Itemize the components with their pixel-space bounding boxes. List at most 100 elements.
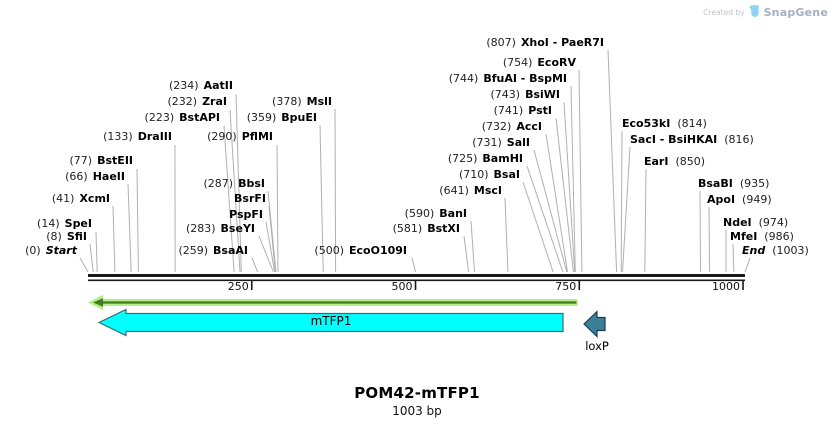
site-label-sfii[interactable]: (8)SfiI: [46, 230, 87, 243]
map-title-block: POM42-mTFP1 1003 bp: [0, 384, 834, 418]
site-name: XhoI - PaeR7I: [520, 36, 604, 49]
loxp-arrow[interactable]: [583, 310, 606, 338]
site-label-pflmi[interactable]: (290)PflMI: [207, 130, 273, 143]
site-position: (732): [481, 120, 512, 133]
plasmid-length: 1003 bp: [392, 404, 442, 418]
site-label-bseyi[interactable]: (283) BseYI: [186, 222, 255, 235]
sequence-ruler-underline: [88, 279, 745, 282]
site-label-xcmi[interactable]: (41)XcmI: [52, 192, 110, 205]
connector-line-haeii: [127, 183, 132, 273]
site-label-psti[interactable]: (741)PstI: [494, 104, 552, 117]
site-position: (0): [25, 244, 41, 257]
site-label-ndei[interactable]: NdeI (974): [723, 216, 788, 229]
site-name: XcmI: [79, 192, 110, 205]
site-position: (641): [439, 184, 469, 197]
connector-line-bpuei: [319, 124, 324, 273]
site-label-eari[interactable]: EarI(850): [644, 155, 705, 168]
site-name: Eco53kI: [622, 117, 671, 130]
site-label-bsteii[interactable]: (77) BstEII: [70, 154, 133, 167]
site-name: SpeI: [64, 217, 92, 230]
site-position: (77): [69, 154, 93, 167]
site-name: Start: [45, 244, 77, 257]
site-name: End: [742, 244, 766, 257]
site-position: (949): [742, 193, 772, 206]
site-position: (807): [486, 36, 516, 49]
plasmid-name: POM42-mTFP1: [354, 384, 480, 402]
connector-line-bsrfi: [268, 205, 276, 273]
site-name: BpuEI: [281, 111, 317, 124]
site-label-start[interactable]: (0) Start: [25, 244, 77, 257]
site-label-haeii[interactable]: (66)HaeII: [65, 170, 125, 183]
site-name: SfiI: [66, 230, 87, 243]
site-name: BstEII: [97, 154, 133, 167]
site-label-bpuei[interactable]: (359)BpuEI: [247, 111, 317, 124]
site-name: AatII: [203, 79, 233, 92]
site-label-bsai[interactable]: (710)BsaI: [459, 168, 520, 181]
site-label-bani[interactable]: (590)BanI: [405, 207, 467, 220]
mtfp1-arrow[interactable]: [97, 308, 564, 337]
site-position: (744): [448, 72, 479, 85]
connector-line-apoi: [708, 206, 711, 273]
site-label-bfuai-bspmi[interactable]: (744) BfuAI - BspMI: [449, 72, 567, 85]
site-label-acci[interactable]: (732)AccI: [482, 120, 542, 133]
site-label-zrai[interactable]: (232)ZraI: [167, 95, 227, 108]
site-label-bstxi[interactable]: (581)BstXI: [393, 222, 460, 235]
connector-line-zrai: [229, 109, 241, 273]
site-name: EarI: [644, 155, 669, 168]
site-label-bamhi[interactable]: (725)BamHI: [448, 152, 523, 165]
site-label-mfei[interactable]: MfeI(986): [730, 230, 794, 243]
site-position: (986): [764, 230, 794, 243]
site-position: (287): [203, 177, 234, 190]
site-label-spei[interactable]: (14)SpeI: [37, 217, 92, 230]
site-label-pspfi[interactable]: PspFI: [229, 208, 263, 221]
connector-line-eari: [644, 168, 647, 273]
connector-line-aatii: [235, 93, 242, 273]
site-label-draiii[interactable]: (133)DraIII: [103, 130, 172, 143]
site-label-ecoo109i[interactable]: (500)EcoO109I: [314, 244, 407, 257]
site-position: (814): [677, 117, 707, 130]
site-position: (283): [185, 222, 216, 235]
site-name: BamHI: [482, 152, 523, 165]
connector-line-eco53ki: [620, 130, 623, 273]
site-name: BfuAI - BspMI: [483, 72, 567, 85]
connector-line-mfei: [732, 243, 735, 273]
connector-line-bani: [470, 220, 475, 273]
connector-line-msli: [334, 108, 337, 273]
site-label-msli[interactable]: (378)MslI: [272, 95, 332, 108]
connector-line-bfuai-bspmi: [570, 85, 576, 273]
site-position: (731): [472, 136, 502, 149]
connector-line-ecorv: [578, 69, 583, 273]
site-label-bsiwi[interactable]: (743)BsiWI: [490, 88, 560, 101]
site-name: NdeI: [723, 216, 752, 229]
site-label-end[interactable]: End(1003): [742, 244, 809, 257]
site-position: (234): [169, 79, 199, 92]
site-position: (259): [178, 244, 209, 257]
site-position: (974): [758, 216, 789, 229]
site-position: (816): [724, 133, 754, 146]
site-label-ecorv[interactable]: (754)EcoRV: [503, 56, 576, 69]
gene-span-arrowhead-core[interactable]: [93, 298, 103, 307]
site-label-bsabi[interactable]: BsaBI(935): [698, 177, 769, 190]
site-label-msci[interactable]: (641)MscI: [439, 184, 502, 197]
site-position: (133): [103, 130, 133, 143]
site-name: PspFI: [229, 208, 263, 221]
connector-line-bstxi: [463, 235, 470, 273]
site-name: BseYI: [220, 222, 255, 235]
site-name: SacI - BsiHKAI: [630, 133, 718, 146]
site-label-bbsi[interactable]: (287)BbsI: [204, 177, 266, 190]
site-label-saci-bsihkai[interactable]: SacI - BsiHKAI (816): [630, 133, 754, 146]
site-name: PflMI: [241, 130, 273, 143]
connector-line-bsabi: [699, 190, 701, 273]
connector-line-saci-bsihkai: [622, 146, 631, 273]
connector-line-start: [79, 257, 89, 273]
site-label-bstapi[interactable]: (223)BstAPI: [145, 111, 220, 124]
site-label-eco53ki[interactable]: Eco53kI (814): [622, 117, 707, 130]
site-label-sali[interactable]: (731)SalI: [472, 136, 530, 149]
site-name: BsaI: [493, 168, 520, 181]
site-label-aatii[interactable]: (234) AatII: [169, 79, 233, 92]
site-label-apoi[interactable]: ApoI(949): [707, 193, 772, 206]
site-name: PstI: [528, 104, 552, 117]
site-label-bsrfi[interactable]: BsrFI: [234, 192, 266, 205]
site-label-xhoi-paer7i[interactable]: (807) XhoI - PaeR7I: [486, 36, 604, 49]
site-label-bsaai[interactable]: (259)BsaAI: [178, 244, 248, 257]
